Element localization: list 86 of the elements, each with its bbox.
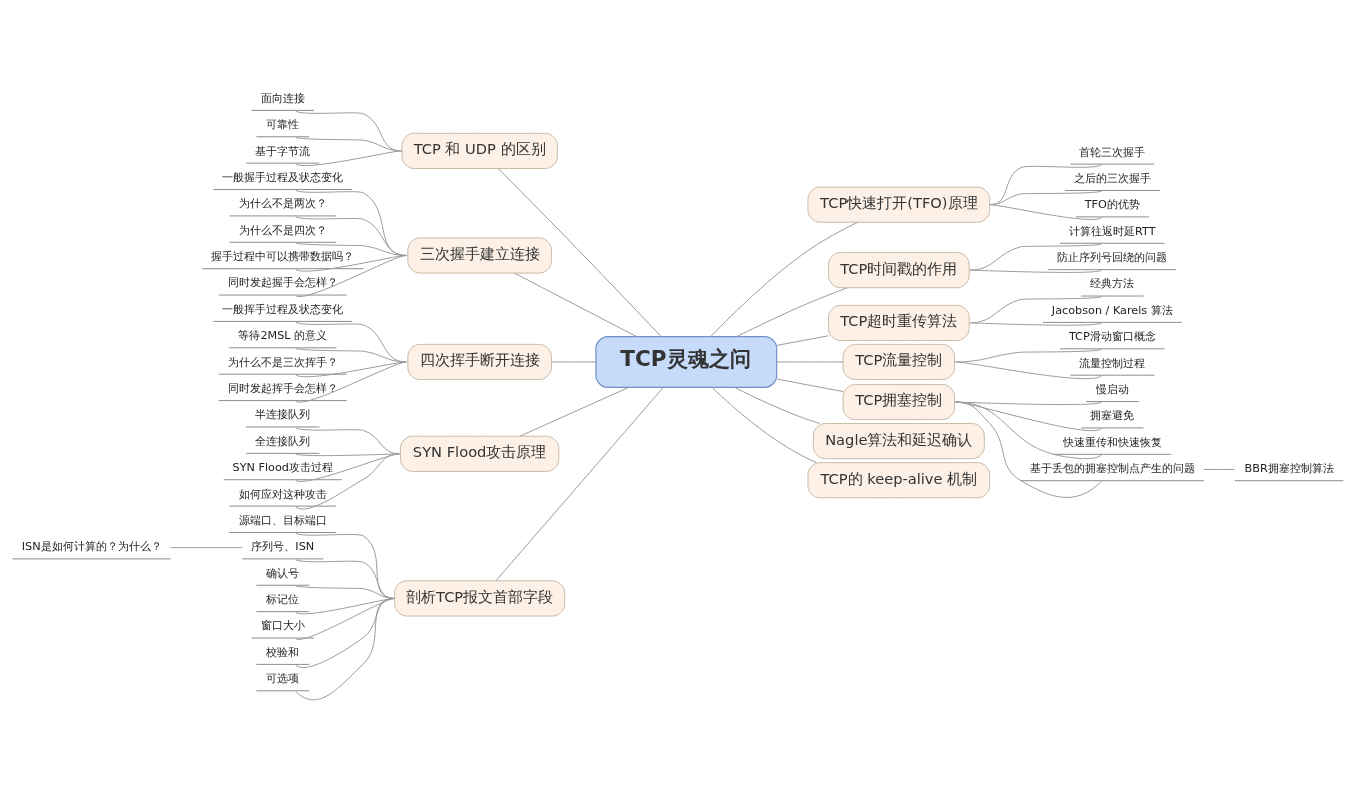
- connector: [776, 378, 844, 392]
- node-text: 同时发起挥手会怎样？: [227, 381, 338, 395]
- connector: [294, 597, 396, 700]
- connector: [294, 452, 400, 510]
- connector: [294, 597, 396, 640]
- connector: [776, 361, 844, 362]
- node-text: 校验和: [266, 645, 300, 659]
- connector: [294, 254, 407, 297]
- connector: [495, 386, 664, 581]
- connector: [969, 269, 1103, 273]
- node-text: 标记位: [266, 592, 300, 606]
- connector: [514, 272, 637, 337]
- node-text: Jacobson / Karels 算法: [1051, 303, 1173, 317]
- node-text: 为什么不是两次？: [238, 196, 327, 210]
- connector: [1203, 468, 1236, 470]
- node-box: 剖析TCP报文首部字段: [394, 579, 566, 616]
- connector: [989, 203, 1103, 220]
- connector: [551, 361, 597, 362]
- node-box: TCP流量控制: [842, 343, 955, 380]
- node-text: 如何应对这种攻击: [238, 487, 327, 501]
- connector: [955, 401, 1103, 431]
- node-text: BBR拥塞控制算法: [1244, 461, 1334, 475]
- node-text: 拥塞避免: [1090, 408, 1135, 422]
- connector: [294, 109, 402, 151]
- node-text: 基于字节流: [255, 144, 311, 158]
- node-text: TFO的优势: [1084, 197, 1140, 211]
- node-text: SYN Flood攻击过程: [232, 460, 333, 474]
- connector: [294, 361, 407, 403]
- node-text: 基于丢包的拥塞控制点产生的问题: [1029, 461, 1195, 475]
- connector: [955, 401, 1103, 459]
- node-text: 半连接队列: [255, 407, 311, 421]
- connector: [734, 386, 821, 424]
- node-text: 确认号: [266, 566, 300, 580]
- node-text: 可靠性: [266, 117, 300, 131]
- connector: [497, 167, 662, 337]
- node-text: 窗口大小: [260, 618, 305, 632]
- node-box: TCP拥塞控制: [842, 383, 955, 420]
- connector: [294, 597, 396, 668]
- connector: [776, 334, 829, 346]
- node-text: 为什么不是四次？: [238, 223, 327, 237]
- node-box: TCP超时重传算法: [828, 304, 970, 341]
- node-box: 四次挥手断开连接: [407, 343, 552, 380]
- node-text: 经典方法: [1090, 276, 1135, 290]
- connector: [710, 221, 859, 337]
- connector: [711, 386, 817, 463]
- node-text: 面向连接: [260, 91, 305, 105]
- node-text: 快速重传和快速恢复: [1062, 435, 1162, 449]
- connector: [294, 149, 402, 166]
- node-text: TCP滑动窗口概念: [1068, 329, 1156, 343]
- node-text: 一般握手过程及状态变化: [222, 170, 344, 184]
- connector: [955, 401, 1103, 498]
- connector: [955, 361, 1103, 379]
- node-text: 同时发起握手会怎样？: [227, 275, 338, 289]
- connector: [294, 320, 407, 362]
- connector: [294, 361, 407, 377]
- node-text: 为什么不是三次挥手？: [227, 355, 338, 369]
- node-text: 防止序列号回绕的问题: [1057, 250, 1168, 264]
- node-text: 全连接队列: [255, 434, 311, 448]
- node-box: TCP时间戳的作用: [828, 251, 970, 288]
- node-text: 序列号、ISN: [251, 539, 315, 553]
- connector: [955, 401, 1103, 405]
- connector: [294, 347, 407, 362]
- node-text: 慢启动: [1095, 382, 1129, 396]
- connector: [519, 386, 630, 437]
- connector: [955, 348, 1103, 362]
- node-text: 计算往返时延RTT: [1069, 224, 1156, 238]
- node-box: Nagle算法和延迟确认: [812, 422, 985, 459]
- node-box: TCP灵魂之问: [595, 335, 778, 388]
- node-text: 首轮三次握手: [1079, 145, 1146, 159]
- node-box: TCP的 keep-alive 机制: [807, 461, 991, 498]
- node-box: SYN Flood攻击原理: [400, 435, 560, 472]
- node-text: 流量控制过程: [1079, 356, 1146, 370]
- node-box: TCP 和 UDP 的区别: [401, 132, 558, 169]
- node-text: 之后的三次握手: [1073, 171, 1151, 185]
- node-text: 源端口、目标端口: [238, 513, 327, 527]
- connector: [969, 242, 1103, 271]
- node-box: 三次握手建立连接: [407, 236, 552, 274]
- node-box: TCP快速打开(TFO)原理: [807, 186, 991, 223]
- connector: [969, 321, 1103, 326]
- node-text: 握手过程中可以携带数据吗？: [211, 249, 355, 263]
- node-text: ISN是如何计算的？为什么？: [21, 539, 162, 553]
- node-text: 等待2MSL 的意义: [238, 328, 328, 342]
- connector: [170, 546, 243, 548]
- connector: [294, 136, 402, 151]
- node-text: 可选项: [266, 671, 300, 685]
- node-text: 一般挥手过程及状态变化: [222, 302, 344, 316]
